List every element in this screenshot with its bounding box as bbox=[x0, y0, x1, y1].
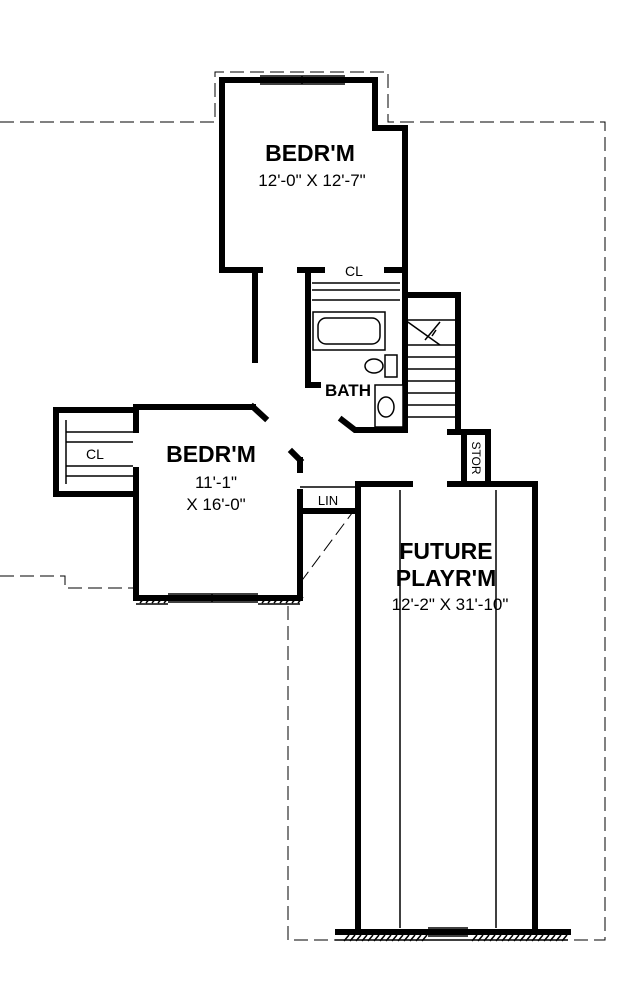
wall-hatch bbox=[513, 934, 520, 942]
wall-hatch bbox=[531, 934, 538, 942]
wall-hatch bbox=[261, 596, 268, 604]
wall-hatch bbox=[349, 934, 356, 942]
wall-hatch bbox=[285, 596, 292, 604]
wall-hatch bbox=[361, 934, 368, 942]
wall-hatch bbox=[355, 934, 362, 942]
roof-outline bbox=[0, 71, 606, 941]
playroom-name-line1: FUTURE bbox=[399, 538, 492, 564]
wall-hatch bbox=[163, 596, 170, 604]
bath-label: BATH bbox=[325, 381, 371, 400]
bedroom-top-size: 12'-0" X 12'-7" bbox=[258, 171, 365, 190]
wall-hatch bbox=[403, 934, 410, 942]
wall-hatch bbox=[297, 596, 304, 604]
bedroom-left-size-line2: X 16'-0" bbox=[186, 495, 245, 514]
wall-hatch bbox=[561, 934, 568, 942]
playroom-name-line2: PLAYR'M bbox=[396, 565, 496, 591]
linen-label: LIN bbox=[318, 493, 338, 508]
linen-walls bbox=[297, 486, 361, 514]
wall-hatch bbox=[291, 596, 298, 604]
wall-hatch bbox=[367, 934, 374, 942]
bedroom-left-size-line1: 11'-1" bbox=[195, 473, 237, 492]
wall-hatch bbox=[373, 934, 380, 942]
playroom-walls bbox=[335, 481, 571, 941]
bedroom-top-name: BEDR'M bbox=[265, 140, 355, 166]
wall-hatch bbox=[489, 934, 496, 942]
wall-hatch bbox=[477, 934, 484, 942]
wall-hatch bbox=[379, 934, 386, 942]
wall-hatch bbox=[279, 596, 286, 604]
wall-hatch bbox=[537, 934, 544, 942]
wall-hatch bbox=[483, 934, 490, 942]
wall-hatch bbox=[139, 596, 146, 604]
wall-hatch bbox=[391, 934, 398, 942]
wall-hatch bbox=[519, 934, 526, 942]
bath-fixtures bbox=[312, 311, 404, 428]
closet-left-lines bbox=[65, 420, 133, 484]
bedroom-left-walls bbox=[53, 402, 305, 601]
wall-hatch bbox=[549, 934, 556, 942]
storage-walls bbox=[455, 429, 491, 487]
bath-walls bbox=[305, 267, 408, 433]
wall-hatch bbox=[471, 934, 478, 942]
wall-hatch bbox=[507, 934, 514, 942]
bedroom-left-name: BEDR'M bbox=[166, 441, 256, 467]
wall-hatch bbox=[415, 934, 422, 942]
wall-hatch bbox=[273, 596, 280, 604]
closet-left-label: CL bbox=[86, 446, 104, 462]
wall-hatch bbox=[495, 934, 502, 942]
closet-top-lines bbox=[312, 282, 400, 301]
stair bbox=[402, 292, 461, 435]
wall-hatch bbox=[421, 934, 428, 942]
wall-hatch bbox=[543, 934, 550, 942]
wall-hatch bbox=[151, 596, 158, 604]
wall-hatch bbox=[385, 934, 392, 942]
bedroom-left-window bbox=[136, 593, 300, 605]
wall-hatch bbox=[409, 934, 416, 942]
storage-label: STOR bbox=[469, 441, 483, 474]
wall-hatch bbox=[525, 934, 532, 942]
wall-hatch bbox=[267, 596, 274, 604]
wall-hatch bbox=[145, 596, 152, 604]
playroom-size: 12'-2" X 31'-10" bbox=[392, 595, 509, 614]
wall-hatch bbox=[397, 934, 404, 942]
wall-hatch bbox=[343, 934, 350, 942]
closet-top-label: CL bbox=[345, 263, 363, 279]
wall-hatch bbox=[555, 934, 562, 942]
wall-hatch bbox=[501, 934, 508, 942]
wall-hatch bbox=[157, 596, 164, 604]
